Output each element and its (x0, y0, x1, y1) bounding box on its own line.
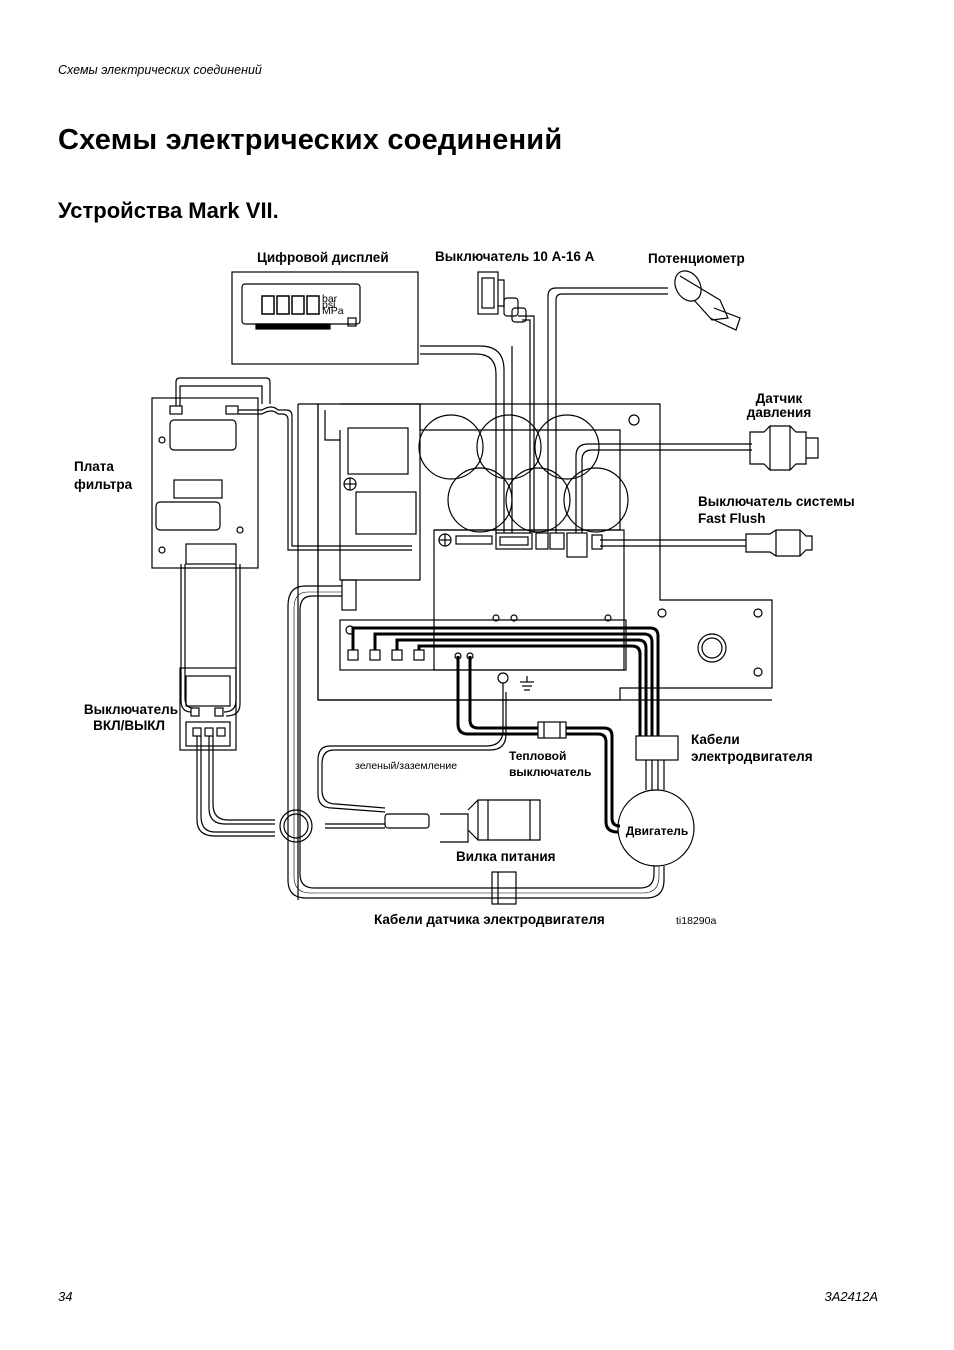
ground-wire (317, 692, 507, 813)
motor-sensor-cable (279, 585, 665, 905)
figure-id: ti18290a (676, 915, 716, 927)
page-number: 34 (58, 1289, 73, 1304)
label-potentiometer: Потенциометр (648, 251, 745, 266)
label-motor-cables-1: Кабели (691, 732, 740, 747)
motor-cable-connector (635, 735, 679, 790)
chassis-plate (297, 403, 773, 900)
label-switch-10a-16a: Выключатель 10 А-16 А (435, 249, 595, 264)
label-digital-display: Цифровой дисплей (257, 250, 389, 265)
on-off-switch (179, 564, 385, 837)
label-power-plug: Вилка питания (456, 849, 556, 864)
label-motor-sensor-cables: Кабели датчика электродвигателя (374, 912, 605, 927)
digital-display (231, 271, 419, 365)
label-motor-cables-2: электродвигателя (691, 749, 813, 764)
motor-cables (351, 626, 660, 834)
section-title: Устройства Mark VII. (58, 198, 279, 223)
label-on-off-switch-1: Выключатель (84, 702, 178, 717)
power-plug (384, 799, 541, 843)
thermal-switch (537, 721, 567, 739)
display-unit-psi: psi (322, 299, 335, 311)
control-board (433, 529, 625, 671)
label-on-off-switch-2: ВКЛ/ВЫКЛ (93, 718, 165, 733)
label-thermal-switch-2: выключатель (509, 765, 591, 779)
label-motor: Двигатель (626, 824, 689, 838)
display-unit-mpa: MPa (322, 305, 344, 317)
fast-flush-switch (600, 529, 813, 557)
label-filter-board-2: фильтра (74, 477, 133, 492)
doc-code: 3A2412A (824, 1289, 879, 1304)
running-header: Схемы электрических соединений (58, 63, 262, 77)
pressure-sensor (575, 425, 819, 533)
label-fast-flush-2: Fast Flush (698, 511, 766, 526)
label-fast-flush-1: Выключатель системы (698, 494, 855, 509)
label-green-ground: зеленый/заземление (355, 760, 457, 772)
switch-10a-16a (420, 271, 535, 533)
page-title: Схемы электрических соединений (58, 124, 563, 156)
label-filter-board-1: Плата (74, 459, 114, 474)
potentiometer (547, 270, 741, 533)
power-board (339, 579, 627, 692)
label-thermal-switch-1: Тепловой (509, 749, 566, 763)
capacitor-bank (340, 403, 629, 533)
label-pressure-sensor-1: Датчик (756, 391, 803, 406)
label-pressure-sensor-2: давления (747, 405, 811, 420)
display-unit-bar: bar (322, 293, 338, 305)
bracket (324, 404, 421, 581)
filter-board (151, 377, 412, 569)
motor (617, 789, 695, 867)
